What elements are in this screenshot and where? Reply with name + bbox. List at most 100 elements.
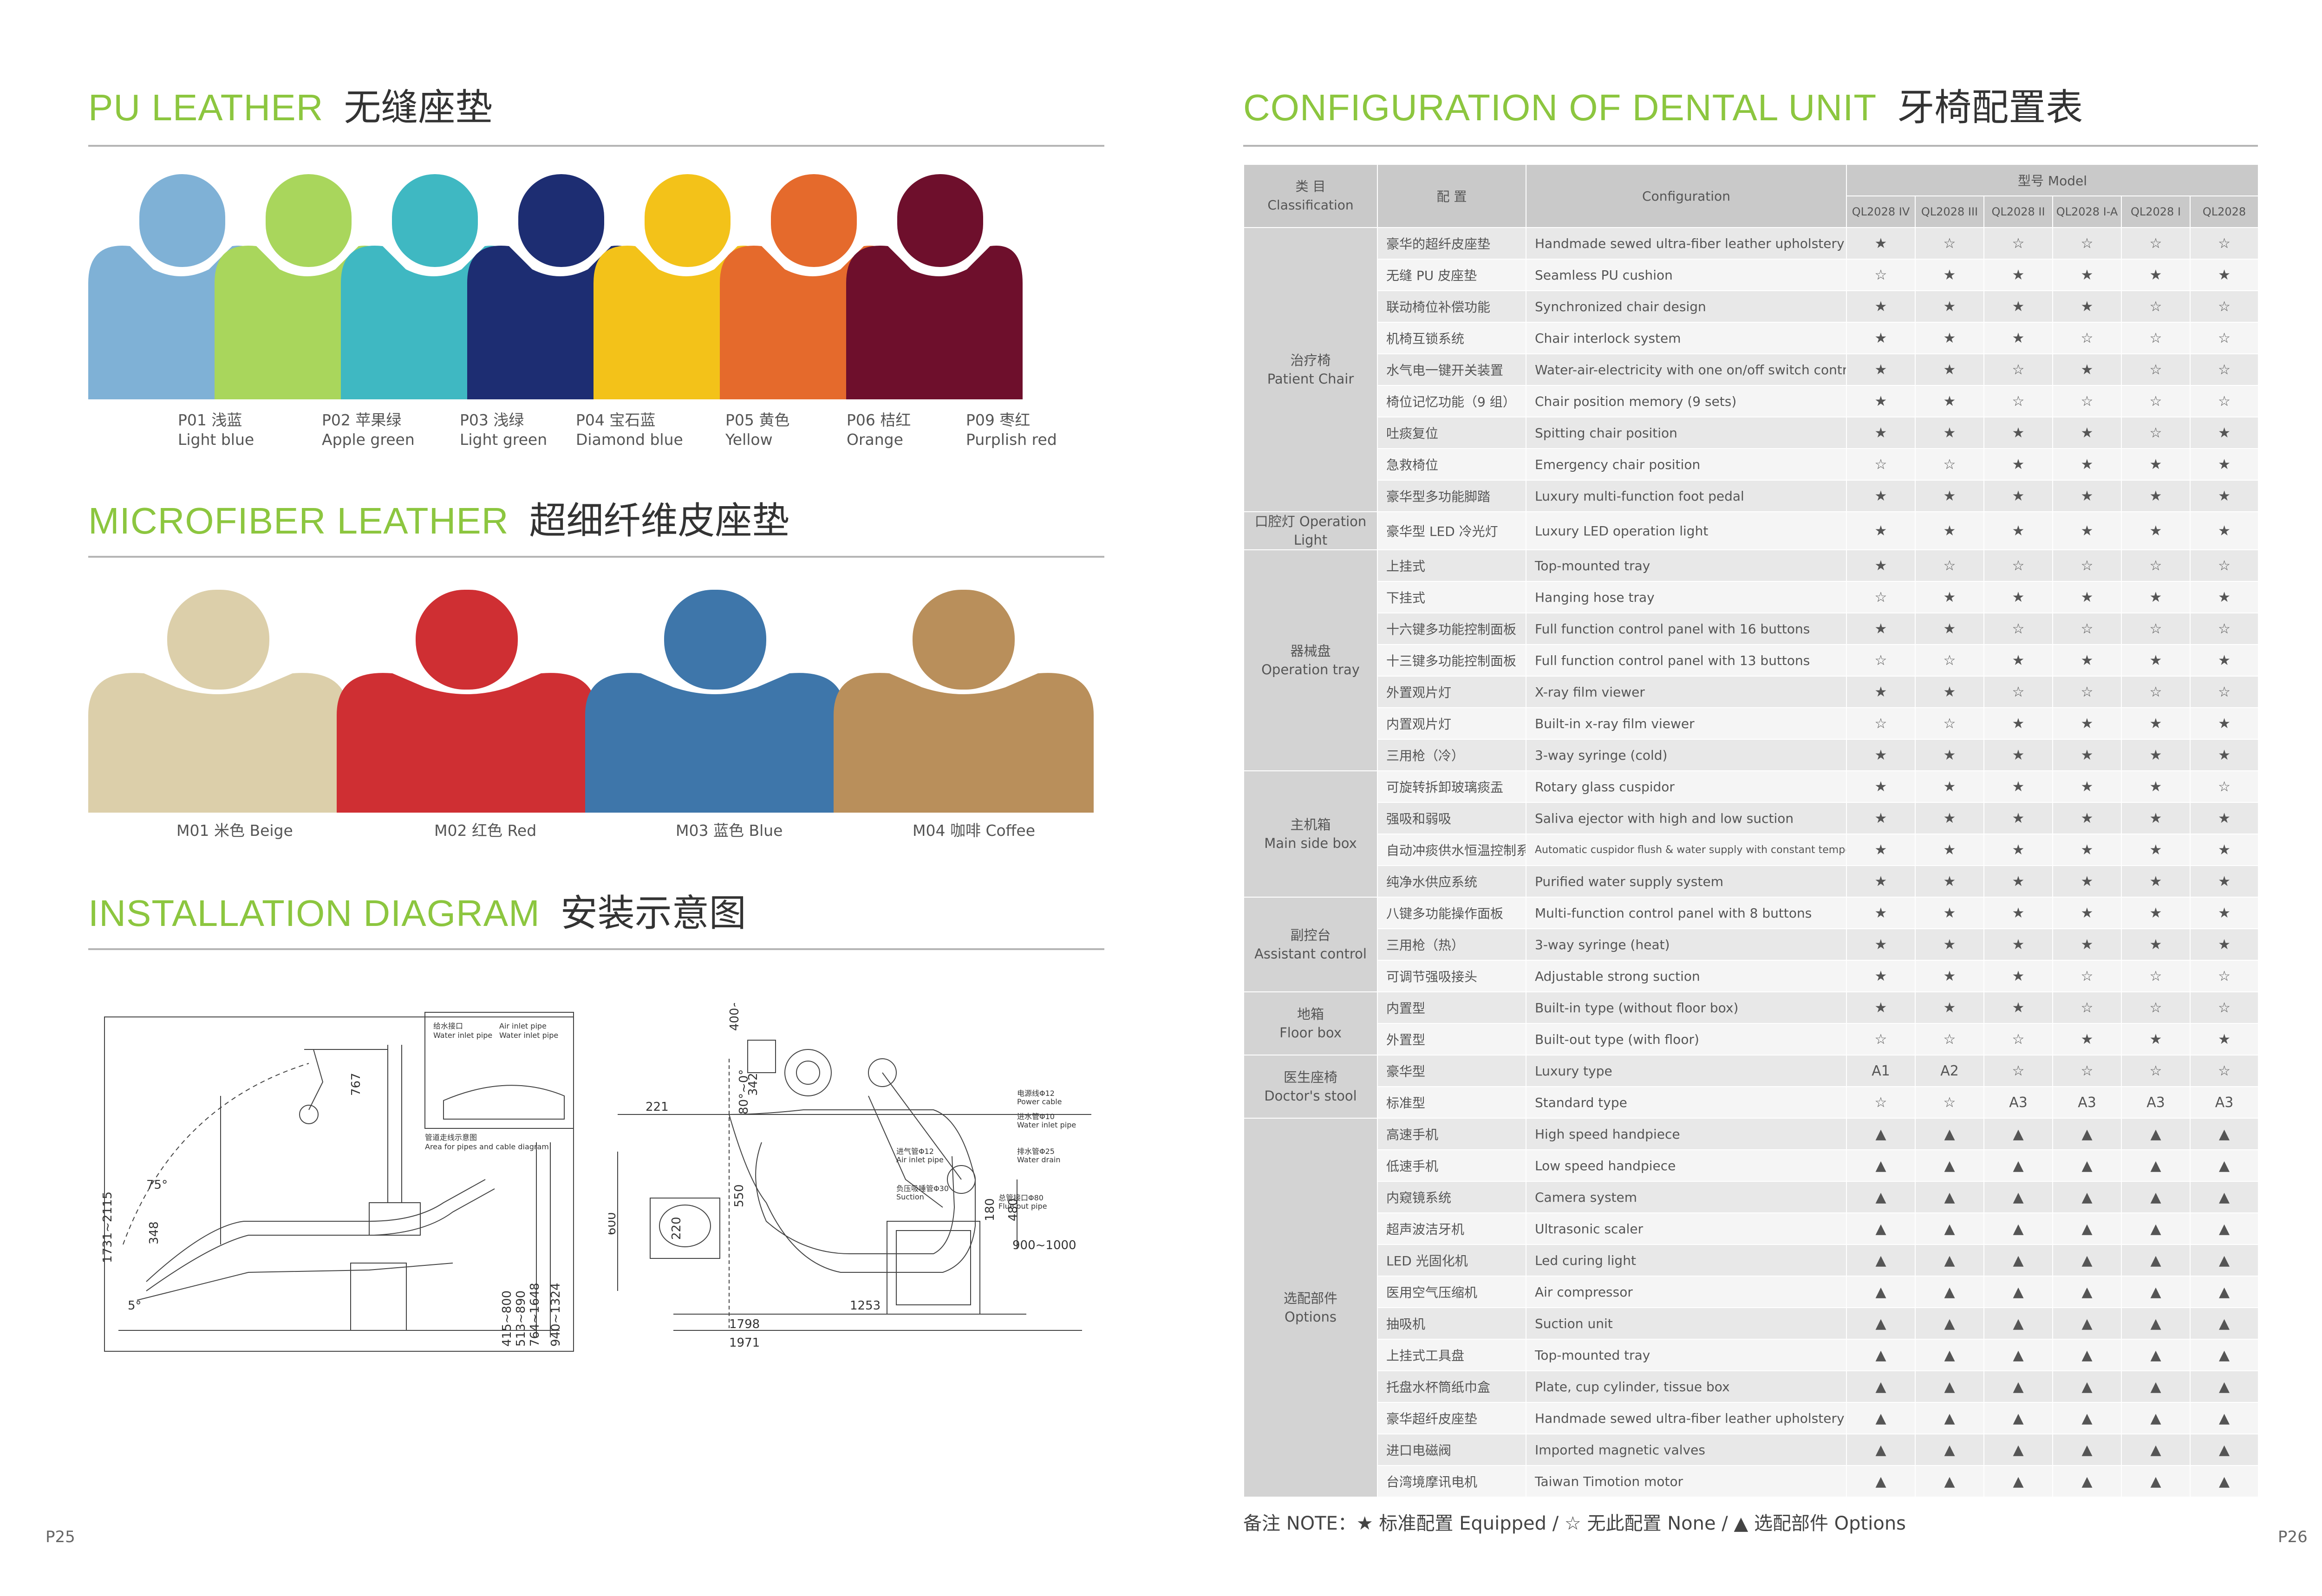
mark-cell: ☆ xyxy=(2121,612,2191,645)
config-zh-cell: 十六键多功能控制面板 xyxy=(1377,612,1526,645)
mark-cell: ▲ xyxy=(2052,1181,2122,1213)
config-en-cell: Chair interlock system xyxy=(1526,322,1847,354)
config-en-cell: Suction unit xyxy=(1526,1307,1847,1340)
mark-cell: ★ xyxy=(1915,290,1984,323)
mark-cell: ▲ xyxy=(2121,1244,2191,1277)
diagram-note: 进气管Φ12 xyxy=(896,1147,934,1156)
config-zh-cell: 上挂式 xyxy=(1377,549,1526,582)
mark-cell: ▲ xyxy=(1983,1244,2053,1277)
mark-cell: ▲ xyxy=(2189,1118,2259,1150)
mark-cell: ★ xyxy=(2189,707,2259,740)
config-zh-cell: 上挂式工具盘 xyxy=(1377,1339,1526,1371)
config-en-cell: Top-mounted tray xyxy=(1526,549,1847,582)
model-header: QL2028 I xyxy=(2121,195,2191,228)
diagram-note: 电源线Φ12 xyxy=(1017,1089,1055,1098)
mark-cell: ☆ xyxy=(2189,676,2259,708)
microfiber-swatch-label: M01 米色 Beige xyxy=(176,821,293,840)
swatch-name: Light blue xyxy=(178,430,254,449)
config-en-cell: Ultrasonic scaler xyxy=(1526,1212,1847,1245)
mark-cell: ☆ xyxy=(1983,227,2053,260)
mark-cell: ★ xyxy=(1915,770,1984,803)
mark-cell: ★ xyxy=(1915,385,1984,417)
dim-label: 400~500 xyxy=(728,1003,742,1031)
mark-cell: ▲ xyxy=(1915,1118,1984,1150)
mark-cell: ★ xyxy=(1915,897,1984,929)
mark-cell: ▲ xyxy=(2189,1244,2259,1277)
category-en: Assistant control xyxy=(1254,946,1367,962)
mark-cell: ▲ xyxy=(2052,1465,2122,1498)
mark-cell: ★ xyxy=(2189,897,2259,929)
dim-label: 75° xyxy=(146,1178,168,1192)
dim-label: 764~1648 xyxy=(528,1283,542,1347)
mark-cell: ☆ xyxy=(2121,290,2191,323)
dim-label: 180 xyxy=(983,1198,997,1221)
dim-label: 900~1000 xyxy=(1012,1238,1076,1252)
mark-cell: ★ xyxy=(1915,353,1984,386)
mark-cell: ★ xyxy=(1983,290,2053,323)
mark-cell: ▲ xyxy=(1915,1181,1984,1213)
config-en-cell: Multi-function control panel with 8 butt… xyxy=(1526,897,1847,929)
config-en-cell: Standard type xyxy=(1526,1086,1847,1119)
mark-cell: ☆ xyxy=(2189,227,2259,260)
config-zh-cell: 机椅互锁系统 xyxy=(1377,322,1526,354)
mark-cell: ☆ xyxy=(1846,1023,1916,1055)
config-zh-cell: 豪华的超纤皮座垫 xyxy=(1377,227,1526,260)
mark-cell: ★ xyxy=(1915,259,1984,291)
category-en: Operation tray xyxy=(1261,662,1360,677)
mark-cell: ★ xyxy=(1846,480,1916,512)
config-zh-cell: 医用空气压缩机 xyxy=(1377,1276,1526,1308)
mark-cell: ★ xyxy=(1915,480,1984,512)
mark-cell: ▲ xyxy=(1915,1465,1984,1498)
mark-cell: ★ xyxy=(1915,739,1984,771)
config-en-cell: Seamless PU cushion xyxy=(1526,259,1847,291)
mark-cell: ★ xyxy=(2121,928,2191,961)
mark-cell: ☆ xyxy=(1846,707,1916,740)
config-en-cell: Top-mounted tray xyxy=(1526,1339,1847,1371)
config-zh-cell: 三用枪（热） xyxy=(1377,928,1526,961)
dim-label: 1798 xyxy=(729,1317,760,1331)
config-zh-cell: 内窥镜系统 xyxy=(1377,1181,1526,1213)
diagram-note: 进水管Φ10 xyxy=(1017,1112,1055,1121)
mark-cell: ☆ xyxy=(1915,707,1984,740)
header-model: 型号 Model xyxy=(1846,164,2259,196)
swatch-name: Yellow xyxy=(725,430,773,449)
diagram-note: 管道走线示意图 xyxy=(425,1133,477,1142)
category-en: Doctor's stool xyxy=(1264,1088,1357,1104)
mark-cell: ▲ xyxy=(1846,1149,1916,1182)
mark-cell: ★ xyxy=(2121,834,2191,866)
dim-label: 1253 xyxy=(850,1299,881,1313)
header-config-zh: 配 置 xyxy=(1377,164,1526,228)
mark-cell: ☆ xyxy=(2189,1055,2259,1087)
config-zh-cell: 台湾境摩讯电机 xyxy=(1377,1465,1526,1498)
mark-cell: ▲ xyxy=(2052,1244,2122,1277)
mark-cell: ☆ xyxy=(1846,448,1916,481)
microfiber-swatch-label: M03 蓝色 Blue xyxy=(676,821,783,840)
mark-cell: ★ xyxy=(2052,928,2122,961)
mark-cell: ☆ xyxy=(2121,353,2191,386)
mark-cell: ▲ xyxy=(2121,1212,2191,1245)
config-zh-cell: 自动冲痰供水恒温控制系统 xyxy=(1377,834,1526,866)
category-zh: 治疗椅 xyxy=(1290,352,1331,368)
dim-label: 1971 xyxy=(729,1336,760,1350)
mark-cell: ★ xyxy=(2189,739,2259,771)
mark-cell: ▲ xyxy=(1915,1244,1984,1277)
config-en-cell: Full function control panel with 13 butt… xyxy=(1526,644,1847,677)
mark-cell: ☆ xyxy=(1983,1023,2053,1055)
mark-cell: ★ xyxy=(1846,770,1916,803)
mark-cell: ☆ xyxy=(2052,612,2122,645)
diagram-note: Flue out pipe xyxy=(998,1202,1047,1211)
mark-cell: ★ xyxy=(1983,707,2053,740)
mark-cell: ☆ xyxy=(2189,770,2259,803)
headrest-shape xyxy=(664,590,766,690)
config-zh-cell: 内置观片灯 xyxy=(1377,707,1526,740)
mark-cell: ★ xyxy=(1915,928,1984,961)
